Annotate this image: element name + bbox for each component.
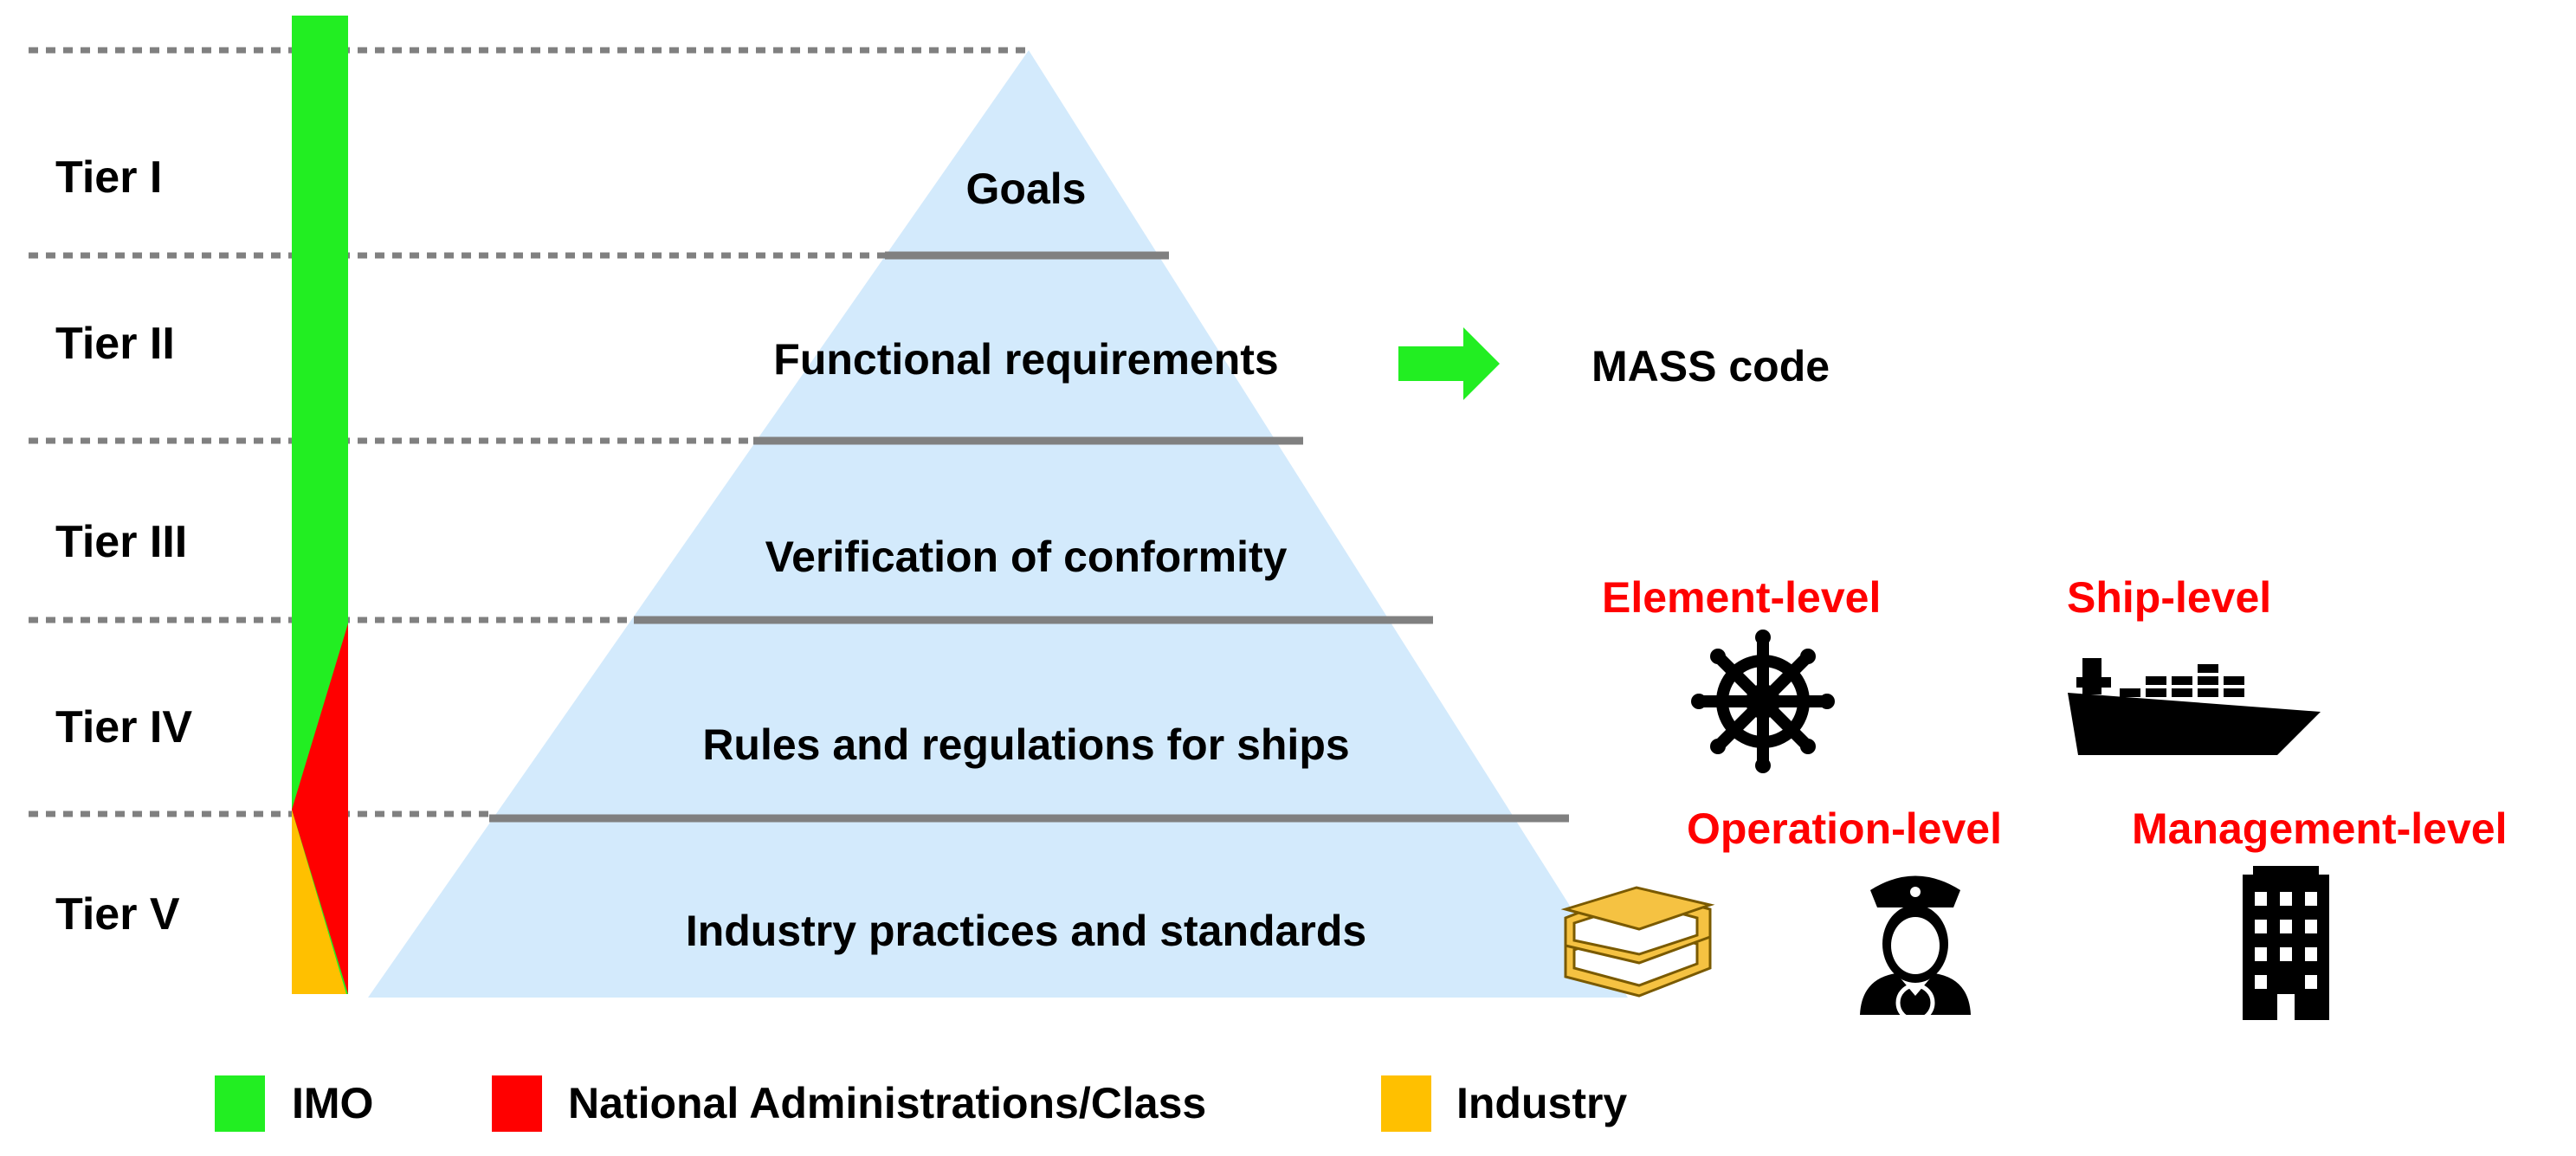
tier-dividers: [489, 251, 1569, 823]
tier-label-5: Tier V: [55, 889, 180, 940]
mass-code-label: MASS code: [1591, 342, 1830, 391]
authority-bar-national: [292, 623, 348, 994]
layer-label-verification: Verification of conformity: [765, 533, 1288, 581]
legend-swatch-national: [492, 1075, 542, 1132]
tier-label-2: Tier II: [55, 319, 175, 369]
books-icon: [1560, 886, 1715, 998]
legend: IMO National Administrations/Class Indus…: [215, 1075, 1627, 1132]
tier-label-3: Tier III: [55, 517, 187, 567]
cargo-ship-icon: [2068, 658, 2321, 755]
pyramid: [368, 50, 1628, 998]
element-level-label: Element-level: [1602, 573, 1881, 622]
layer-label-goals: Goals: [966, 165, 1087, 213]
management-level-label: Management-level: [2132, 804, 2507, 853]
legend-swatch-imo: [215, 1075, 265, 1132]
layer-label-industry: Industry practices and standards: [686, 907, 1366, 955]
legend-label-industry: Industry: [1456, 1079, 1627, 1127]
legend-swatch-industry: [1381, 1075, 1431, 1132]
layer-label-rules: Rules and regulations for ships: [702, 720, 1349, 769]
ship-wheel-icon: [1691, 630, 1835, 773]
tier-label-1: Tier I: [55, 152, 162, 203]
legend-label-national: National Administrations/Class: [568, 1079, 1206, 1127]
operation-level-label: Operation-level: [1687, 804, 2002, 853]
authority-bar: [292, 16, 348, 994]
right-arrow-icon: [1398, 327, 1500, 400]
office-building-icon: [2243, 866, 2329, 1020]
ship-level-label: Ship-level: [2067, 573, 2271, 622]
tier-label-4: Tier IV: [55, 702, 192, 752]
legend-label-imo: IMO: [292, 1079, 373, 1127]
captain-icon: [1860, 875, 1971, 1023]
authority-bar-industry: [292, 810, 346, 994]
layer-label-functional: Functional requirements: [773, 335, 1278, 384]
